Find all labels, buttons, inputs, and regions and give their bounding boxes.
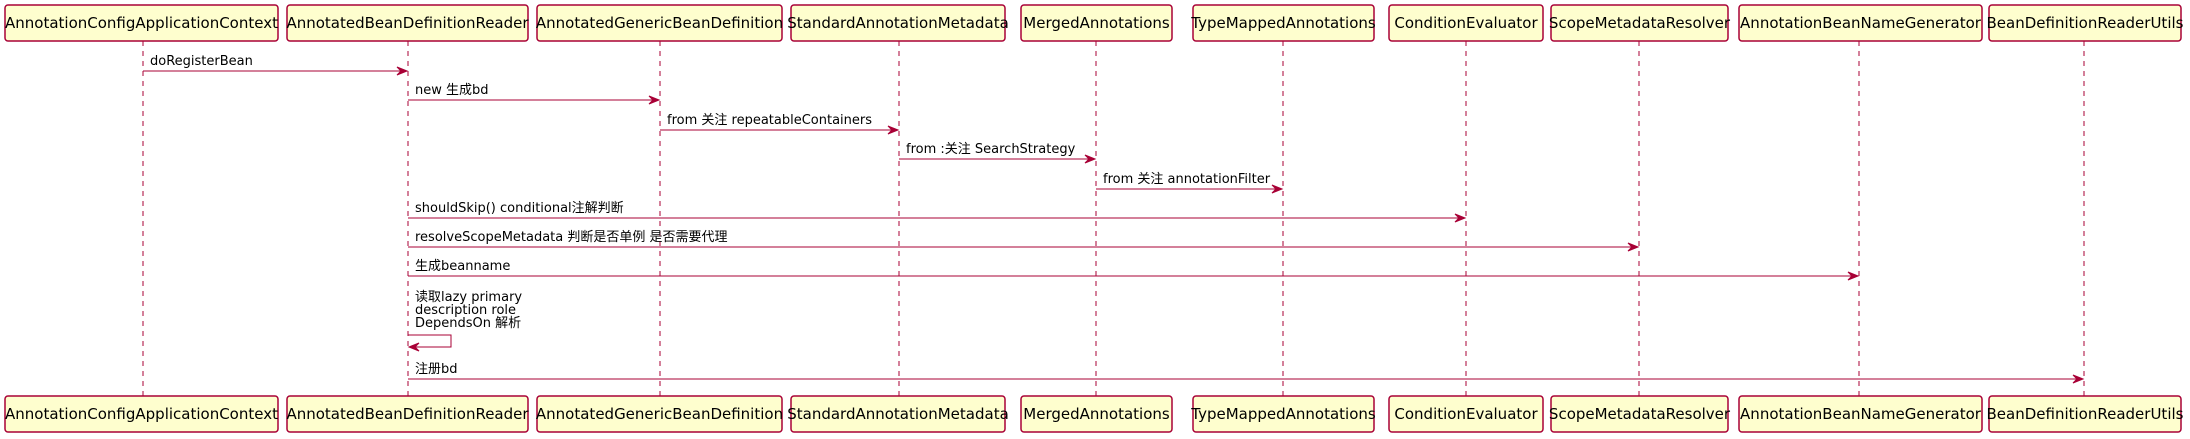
participant-bottom[interactable]: StandardAnnotationMetadata	[787, 395, 1009, 433]
message: doRegisterBean	[143, 54, 409, 76]
arrowhead	[1454, 213, 1467, 223]
message-label: DependsOn 解析	[415, 316, 521, 331]
participant-top[interactable]: StandardAnnotationMetadata	[787, 4, 1009, 42]
participant-bottom[interactable]: BeanDefinitionReaderUtils	[1987, 395, 2184, 433]
participant-box	[536, 4, 783, 42]
participant-box	[1192, 4, 1375, 42]
participant-bottom[interactable]: AnnotatedGenericBeanDefinition	[536, 395, 783, 433]
self-message-line	[408, 334, 452, 348]
arrowhead	[1084, 154, 1097, 164]
participant-label: TypeMappedAnnotations	[1190, 14, 1376, 32]
message-label: from 关注 repeatableContainers	[667, 113, 872, 128]
participant-label: MergedAnnotations	[1023, 405, 1170, 423]
message-label: from 关注 annotationFilter	[1103, 172, 1271, 187]
participant-box	[1738, 395, 1983, 433]
arrowhead	[887, 125, 900, 135]
participant-top[interactable]: AnnotatedBeanDefinitionReader	[286, 4, 529, 42]
participant-top[interactable]: AnnotationBeanNameGenerator	[1738, 4, 1983, 42]
participant-box	[1388, 4, 1544, 42]
participant-box	[1020, 395, 1173, 433]
message: from :关注 SearchStrategy	[899, 142, 1097, 164]
participant-bottom[interactable]: ScopeMetadataResolver	[1549, 395, 1731, 433]
arrowhead	[407, 342, 420, 352]
arrowhead	[1627, 242, 1640, 252]
participant-label: ConditionEvaluator	[1394, 405, 1538, 423]
participant-label: AnnotationConfigApplicationContext	[5, 405, 278, 423]
participant-top[interactable]: ConditionEvaluator	[1388, 4, 1544, 42]
participant-box	[1192, 395, 1375, 433]
participant-box	[286, 395, 529, 433]
arrowhead	[648, 95, 661, 105]
message: 生成beanname	[408, 259, 1860, 281]
participant-label: MergedAnnotations	[1023, 14, 1170, 32]
participant-bottom[interactable]: AnnotatedBeanDefinitionReader	[286, 395, 529, 433]
message: 注册bd	[408, 362, 2085, 384]
participant-bottom[interactable]: ConditionEvaluator	[1388, 395, 1544, 433]
participant-label: ScopeMetadataResolver	[1549, 14, 1731, 32]
participant-label: BeanDefinitionReaderUtils	[1987, 405, 2184, 423]
message-label: description role	[415, 303, 516, 318]
participant-label: ScopeMetadataResolver	[1549, 405, 1731, 423]
participant-box	[4, 4, 279, 42]
participant-bottom[interactable]: AnnotationConfigApplicationContext	[4, 395, 279, 433]
participant-top[interactable]: MergedAnnotations	[1020, 4, 1173, 42]
participant-label: AnnotatedGenericBeanDefinition	[536, 14, 783, 32]
message-label: new 生成bd	[415, 83, 489, 98]
message-label: resolveScopeMetadata 判断是否单例 是否需要代理	[415, 230, 728, 245]
participant-bottom[interactable]: MergedAnnotations	[1020, 395, 1173, 433]
participant-label: AnnotatedBeanDefinitionReader	[286, 405, 529, 423]
message: new 生成bd	[408, 83, 661, 105]
participant-box	[1738, 4, 1983, 42]
message: 读取lazy primary description role DependsO…	[407, 290, 522, 352]
message-label: 读取lazy primary	[415, 290, 522, 305]
participant-box	[790, 395, 1006, 433]
message-label: 注册bd	[415, 362, 458, 377]
participant-top[interactable]: ScopeMetadataResolver	[1549, 4, 1731, 42]
message-label: from :关注 SearchStrategy	[906, 142, 1076, 157]
participant-label: BeanDefinitionReaderUtils	[1987, 14, 2184, 32]
participant-box	[790, 4, 1006, 42]
message-label: shouldSkip() conditional注解判断	[415, 201, 624, 216]
participant-top[interactable]: TypeMappedAnnotations	[1190, 4, 1376, 42]
message: resolveScopeMetadata 判断是否单例 是否需要代理	[408, 230, 1640, 252]
participant-label: StandardAnnotationMetadata	[787, 405, 1009, 423]
participant-box	[286, 4, 529, 42]
participant-label: ConditionEvaluator	[1394, 14, 1538, 32]
participant-bottom[interactable]: AnnotationBeanNameGenerator	[1738, 395, 1983, 433]
participant-top[interactable]: AnnotatedGenericBeanDefinition	[536, 4, 783, 42]
participant-box	[1988, 4, 2182, 42]
participant-box	[536, 395, 783, 433]
participant-label: AnnotatedGenericBeanDefinition	[536, 405, 783, 423]
participant-label: StandardAnnotationMetadata	[787, 14, 1009, 32]
participant-label: AnnotationConfigApplicationContext	[5, 14, 278, 32]
message: from 关注 annotationFilter	[1096, 172, 1284, 194]
participant-box	[1550, 4, 1729, 42]
participant-top[interactable]: AnnotationConfigApplicationContext	[4, 4, 279, 42]
message-label: 生成beanname	[415, 259, 510, 274]
arrowhead	[2072, 374, 2085, 384]
participant-box	[1388, 395, 1544, 433]
participant-box	[1550, 395, 1729, 433]
message: from 关注 repeatableContainers	[660, 113, 900, 135]
message: shouldSkip() conditional注解判断	[408, 201, 1467, 223]
participant-label: TypeMappedAnnotations	[1190, 405, 1376, 423]
participant-box	[1988, 395, 2182, 433]
participant-box	[4, 395, 279, 433]
participant-bottom[interactable]: TypeMappedAnnotations	[1190, 395, 1376, 433]
arrowhead	[396, 66, 409, 76]
participant-label: AnnotationBeanNameGenerator	[1740, 14, 1982, 32]
participant-label: AnnotatedBeanDefinitionReader	[286, 14, 529, 32]
participant-box	[1020, 4, 1173, 42]
message-label: doRegisterBean	[150, 54, 253, 69]
participant-label: AnnotationBeanNameGenerator	[1740, 405, 1982, 423]
arrowhead	[1271, 184, 1284, 194]
arrowhead	[1847, 271, 1860, 281]
participant-top[interactable]: BeanDefinitionReaderUtils	[1987, 4, 2184, 42]
